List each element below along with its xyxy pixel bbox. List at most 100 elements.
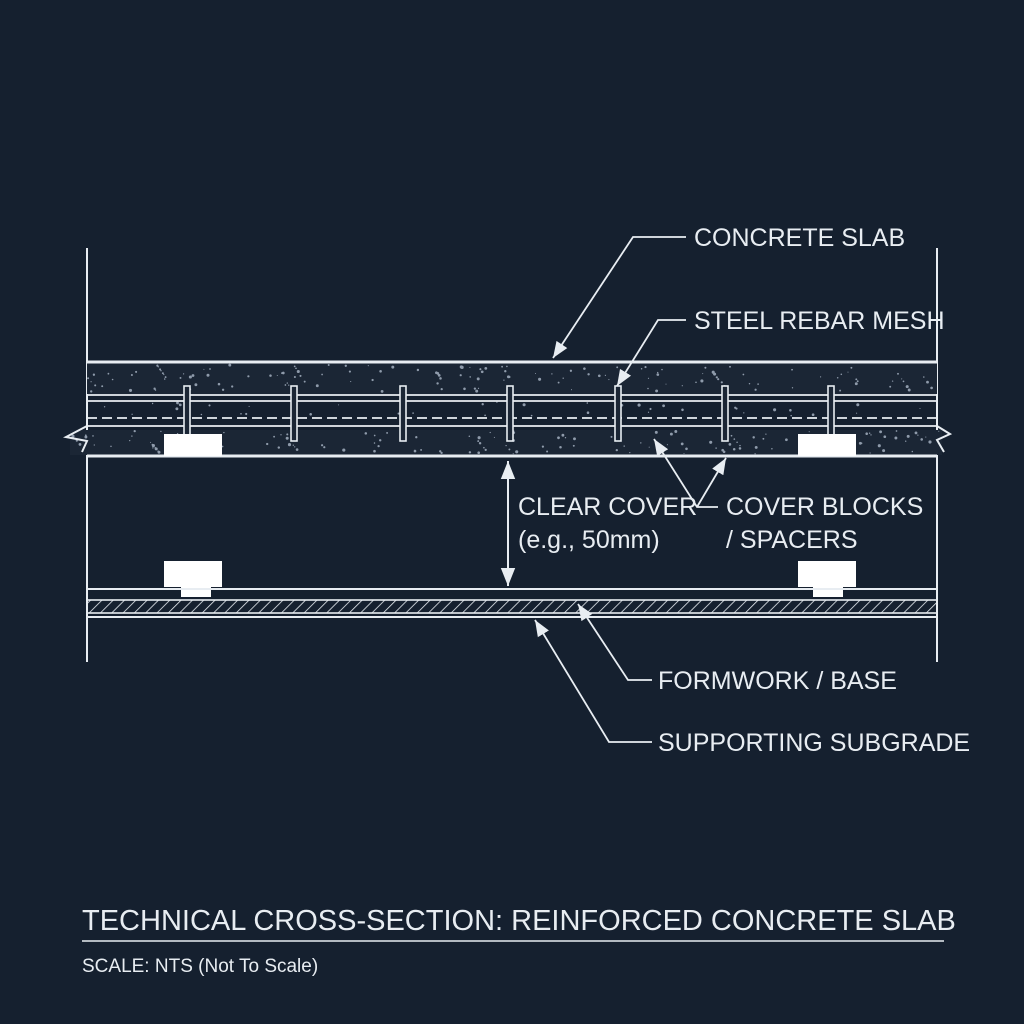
aggregate-speckle (504, 370, 507, 373)
aggregate-speckle (153, 387, 156, 390)
scale-note: SCALE: NTS (Not To Scale) (82, 956, 318, 977)
aggregate-speckle (412, 412, 414, 414)
aggregate-speckle (344, 364, 347, 367)
aggregate-speckle (240, 412, 242, 415)
aggregate-speckle (163, 378, 166, 380)
aggregate-speckle (534, 372, 537, 375)
aggregate-speckle (717, 378, 720, 381)
aggregate-speckle (489, 431, 491, 434)
aggregate-speckle (415, 436, 418, 439)
aggregate-speckle (327, 364, 330, 366)
aggregate-speckle (269, 374, 272, 377)
aggregate-speckle (266, 442, 269, 446)
aggregate-speckle (469, 366, 471, 368)
upper-spacer-block-right (798, 434, 856, 456)
aggregate-speckle (221, 445, 224, 448)
aggregate-speckle (640, 442, 642, 444)
aggregate-speckle (416, 368, 420, 372)
aggregate-speckle (135, 370, 138, 373)
aggregate-speckle (647, 387, 649, 390)
aggregate-speckle (321, 373, 323, 376)
aggregate-speckle (669, 432, 673, 436)
aggregate-speckle (413, 449, 417, 453)
aggregate-speckle (522, 403, 526, 407)
aggregate-speckle (855, 378, 858, 381)
aggregate-speckle (203, 368, 205, 370)
aggregate-speckle (911, 450, 914, 453)
aggregate-speckle (178, 403, 182, 407)
aggregate-speckle (371, 378, 374, 382)
aggregate-speckle (920, 438, 923, 441)
aggregate-speckle (729, 365, 731, 368)
aggregate-speckle (131, 435, 133, 437)
aggregate-speckle (151, 444, 155, 448)
aggregate-speckle (131, 413, 133, 415)
label-clear-cover: CLEAR COVER (518, 493, 697, 521)
aggregate-speckle (730, 434, 733, 437)
aggregate-speckle (154, 447, 158, 451)
aggregate-speckle (78, 443, 82, 446)
aggregate-speckle (856, 412, 858, 414)
aggregate-speckle (245, 412, 248, 416)
aggregate-speckle (623, 445, 625, 447)
aggregate-speckle (247, 375, 250, 378)
aggregate-speckle (728, 443, 732, 446)
aggregate-speckle (221, 388, 225, 391)
aggregate-speckle (292, 444, 294, 446)
upper-spacer-block-left (164, 434, 222, 456)
aggregate-speckle (515, 450, 519, 454)
aggregate-speckle (87, 377, 90, 380)
aggregate-speckle (879, 430, 883, 434)
aggregate-speckle (754, 453, 756, 455)
aggregate-speckle (923, 376, 925, 378)
aggregate-speckle (194, 383, 198, 387)
aggregate-speckle (231, 385, 234, 388)
aggregate-speckle (505, 444, 507, 447)
aggregate-speckle (110, 445, 112, 448)
aggregate-speckle (647, 411, 650, 413)
aggregate-speckle (666, 444, 668, 446)
aggregate-speckle (293, 375, 296, 379)
rebar-bars (183, 385, 835, 442)
aggregate-speckle (84, 435, 88, 439)
aggregate-speckle (839, 389, 842, 392)
aggregate-speckle (303, 380, 306, 383)
aggregate-speckle (481, 403, 484, 406)
aggregate-speckle (561, 433, 565, 437)
aggregate-speckle (789, 409, 792, 412)
aggregate-speckle (129, 439, 131, 442)
aggregate-speckle (379, 369, 382, 373)
aggregate-speckle (157, 366, 159, 368)
aggregate-speckle (570, 389, 573, 391)
aggregate-speckle (546, 450, 549, 453)
aggregate-speckle (273, 435, 276, 438)
aggregate-speckle (811, 413, 815, 417)
aggregate-speckle (647, 377, 650, 379)
aggregate-speckle (508, 375, 511, 379)
aggregate-speckle (640, 367, 643, 370)
aggregate-speckle (512, 453, 514, 455)
aggregate-speckle (159, 368, 162, 371)
aggregate-speckle (657, 371, 659, 374)
aggregate-speckle (858, 441, 862, 445)
aggregate-speckle (709, 440, 713, 444)
aggregate-speckle (551, 373, 553, 375)
aggregate-speckle (321, 444, 324, 447)
aggregate-speckle (919, 407, 921, 410)
aggregate-speckle (583, 367, 586, 370)
concrete-aggregate-speckles (71, 363, 940, 455)
drawing-title: TECHNICAL CROSS-SECTION: REINFORCED CONC… (82, 905, 956, 937)
aggregate-speckle (160, 430, 162, 433)
aggregate-speckle (656, 373, 660, 376)
aggregate-speckle (865, 432, 868, 435)
aggregate-speckle (702, 373, 704, 375)
aggregate-speckle (869, 452, 871, 454)
aggregate-speckle (296, 369, 300, 374)
aggregate-speckle (228, 363, 232, 367)
cover-blocks-leader-b (696, 457, 727, 508)
aggregate-speckle (762, 437, 765, 440)
aggregate-speckle (597, 374, 601, 378)
aggregate-speckle (315, 384, 319, 388)
